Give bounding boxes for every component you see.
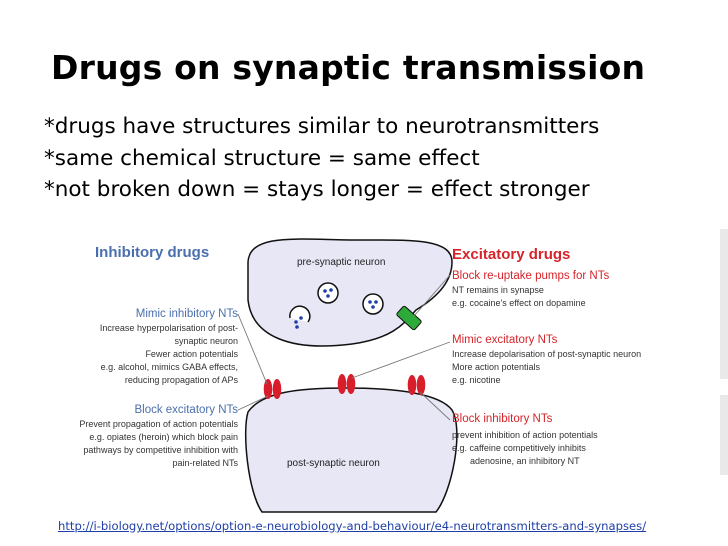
bullet-item: *not broken down = stays longer = effect… <box>44 177 590 202</box>
receptor <box>263 379 282 399</box>
reuptake-pump <box>396 305 422 331</box>
slide-title: Drugs on synaptic transmission <box>51 48 646 87</box>
vesicle <box>317 282 339 304</box>
source-link[interactable]: http://i-biology.net/options/option-e-ne… <box>58 519 647 533</box>
block-reuptake-line: e.g. cocaine's effect on dopamine <box>452 298 586 308</box>
bullet-list: *drugs have structures similar to neurot… <box>44 111 599 206</box>
block-excitatory-line: pain-related NTs <box>172 458 238 468</box>
mimic-inhibitory-line: Increase hyperpolarisation of post- <box>100 323 238 333</box>
excitatory-drugs-heading: Excitatory drugs <box>452 246 570 263</box>
inhibitory-drugs-heading: Inhibitory drugs <box>95 244 209 261</box>
post-synaptic-label: post-synaptic neuron <box>287 458 380 469</box>
mimic-inhibitory-line: Fewer action potentials <box>145 349 238 359</box>
receptor <box>337 374 356 394</box>
mimic-inhibitory-heading: Mimic inhibitory NTs <box>136 308 238 320</box>
vesicle-fusing <box>289 305 311 329</box>
mimic-inhibitory-line: synaptic neuron <box>174 336 238 346</box>
mimic-excitatory-line: Increase depolarisation of post-synaptic… <box>452 349 641 359</box>
mimic-excitatory-line: More action potentials <box>452 362 541 372</box>
pointer-lines <box>237 274 451 421</box>
block-excitatory-line: Prevent propagation of action potentials <box>79 419 238 429</box>
right-edge-bar <box>720 229 728 379</box>
mimic-inhibitory-line: reducing propagation of APs <box>125 375 239 385</box>
vesicle <box>362 293 384 315</box>
bullet-item: *drugs have structures similar to neurot… <box>44 114 600 139</box>
block-excitatory-heading: Block excitatory NTs <box>134 404 238 416</box>
block-inhibitory-heading: Block inhibitory NTs <box>452 413 553 425</box>
pre-synaptic-label: pre-synaptic neuron <box>297 257 385 268</box>
block-inhibitory-line: e.g. caffeine competitively inhibits <box>452 443 586 453</box>
block-inhibitory-line: prevent inhibition of action potentials <box>452 430 598 440</box>
mimic-excitatory-heading: Mimic excitatory NTs <box>452 334 558 346</box>
block-excitatory-line: pathways by competitive inhibition with <box>83 445 238 455</box>
bullet-item: *same chemical structure = same effect <box>44 145 480 171</box>
block-reuptake-heading: Block re-uptake pumps for NTs <box>452 270 609 282</box>
block-reuptake-line: NT remains in synapse <box>452 285 544 295</box>
receptor <box>407 375 426 395</box>
right-edge-bar <box>720 395 728 475</box>
block-inhibitory-line: adenosine, an inhibitory NT <box>470 456 580 466</box>
pre-synaptic-neuron-shape <box>247 238 453 347</box>
block-excitatory-line: e.g. opiates (heroin) which block pain <box>89 432 238 442</box>
mimic-excitatory-line: e.g. nicotine <box>452 375 501 385</box>
mimic-inhibitory-line: e.g. alcohol, mimics GABA effects, <box>101 362 238 372</box>
post-synaptic-neuron-shape <box>244 387 458 513</box>
